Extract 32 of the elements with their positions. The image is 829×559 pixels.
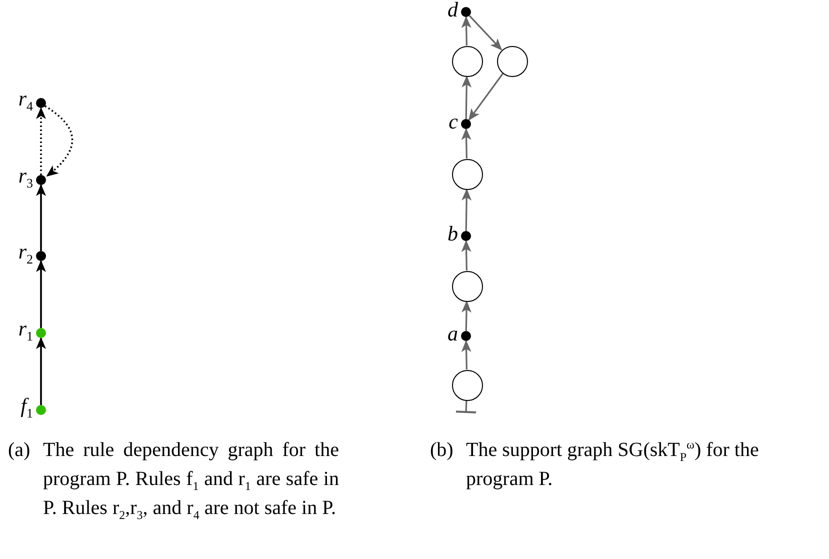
dotted-arrow — [36, 107, 46, 175]
node-label: r$_{4}$ — [18, 88, 33, 113]
node-label: r$_{3}$ — [18, 166, 33, 190]
arrow — [36, 184, 46, 251]
arrow — [461, 16, 472, 46]
circle-node — [452, 270, 482, 302]
node-label: c — [448, 111, 458, 132]
arrow — [462, 188, 472, 232]
circle-node — [452, 370, 482, 400]
arrow — [468, 15, 502, 50]
caption-marker: (b) — [430, 438, 454, 463]
caption-marker: (a) — [8, 438, 30, 463]
arrow — [462, 76, 472, 120]
caption-text: The rule dependency graph for the program P. Rules f$_{1}$ and r$_{1}$ are safe in P. Rules r$_{2}$,r$_{3}$, and r$_{4}$ are not safe in P. — [43, 438, 339, 523]
circle-node — [452, 158, 482, 190]
caption-text: The support graph SG(skT$_{P}$$^{ω}$) for the program P. — [466, 436, 760, 492]
circle-node — [452, 46, 482, 76]
node-label: r$_{1}$ — [18, 318, 33, 343]
circle-node — [496, 46, 528, 76]
node-label: b — [448, 223, 458, 244]
arrow — [461, 128, 472, 159]
arrow — [36, 260, 46, 328]
arrow — [468, 73, 504, 121]
arrow — [36, 337, 46, 405]
node-label: r$_{2}$ — [18, 242, 33, 266]
dotted-arrow — [44, 105, 74, 177]
node-label: d — [448, 0, 458, 20]
arrow — [461, 340, 472, 370]
node-label: f$_{1}$ — [20, 395, 33, 420]
arrow — [461, 300, 472, 332]
arrow — [461, 240, 472, 271]
node-label: a — [448, 323, 458, 344]
